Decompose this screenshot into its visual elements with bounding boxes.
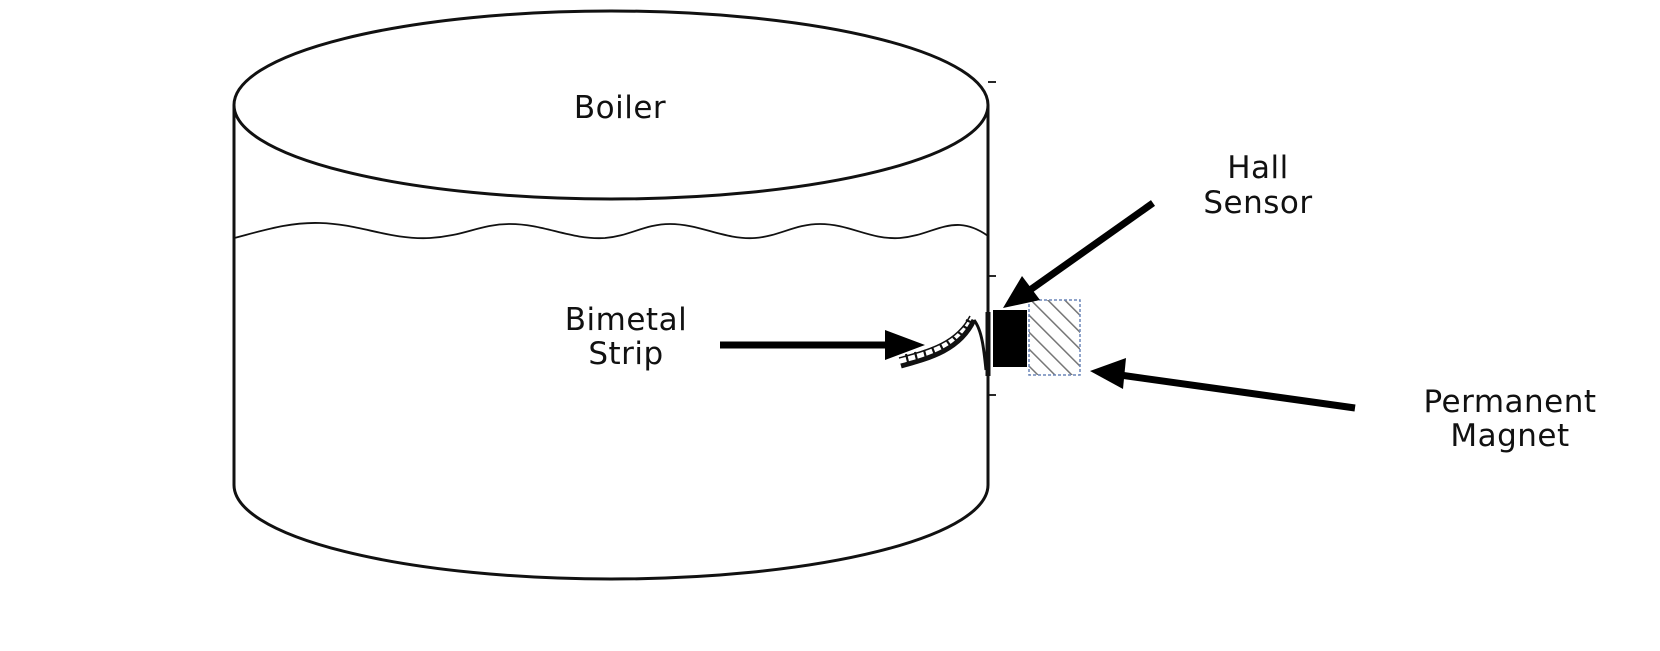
bimetal-label-line2: Strip <box>588 336 663 372</box>
boiler-bottom-arc <box>232 484 990 581</box>
permanent-magnet-label-line1: Permanent <box>1423 384 1596 420</box>
bimetal-label-line1: Bimetal <box>565 302 687 338</box>
water-surface-wave <box>233 222 989 240</box>
bimetal-mount <box>972 319 988 371</box>
bimetal-arrow <box>720 330 925 360</box>
hall-sensor-arrow <box>1003 200 1156 308</box>
permanent-magnet <box>1028 299 1081 376</box>
magnet-arrow <box>1090 358 1356 412</box>
permanent-magnet-label-line2: Magnet <box>1450 418 1569 454</box>
hall-sensor-label-line2: Sensor <box>1203 185 1312 221</box>
bimetal-strip-ticks <box>904 318 974 363</box>
hall-sensor <box>993 310 1027 367</box>
boiler-label: Boiler <box>574 90 666 126</box>
boiler-cylinder <box>232 9 996 581</box>
hall-sensor-label-line1: Hall <box>1227 150 1289 186</box>
bimetal-strip <box>898 312 991 376</box>
